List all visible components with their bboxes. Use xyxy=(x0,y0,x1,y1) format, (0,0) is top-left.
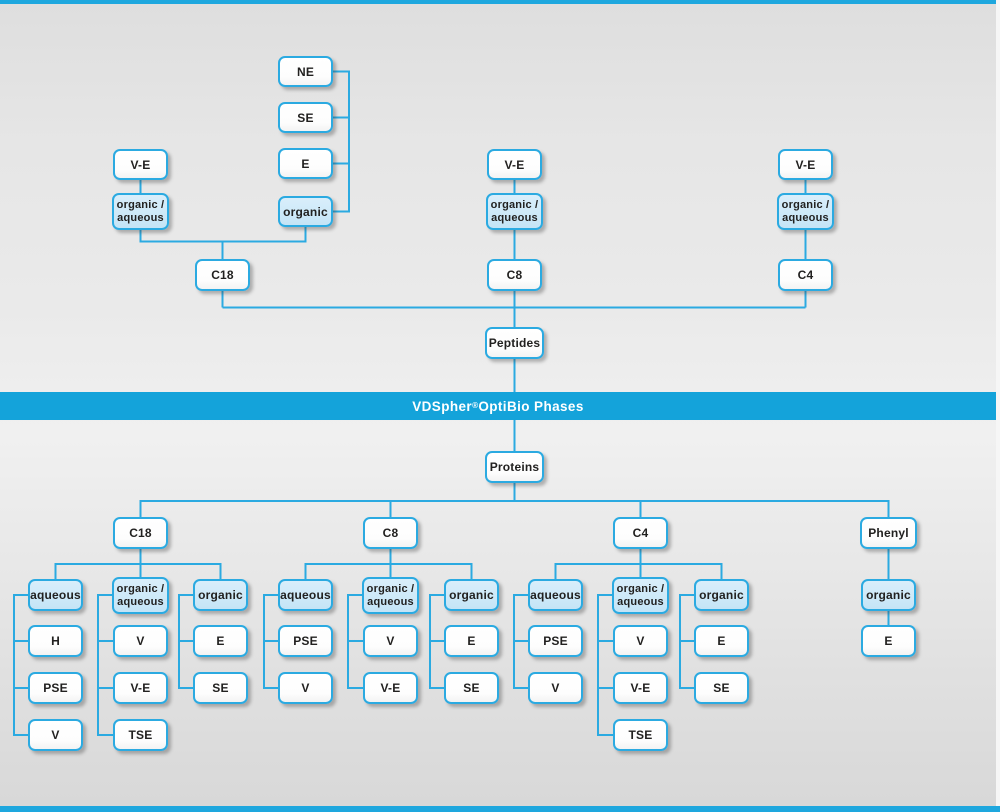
prot-c18-node-organic-aqueous: organic / aqueous xyxy=(112,577,169,614)
prot-c8-organic-node-e: E xyxy=(444,625,499,657)
prot-c18-aqueous-node-pse: PSE xyxy=(28,672,83,704)
prot-c8-orgaq-node-ve: V-E xyxy=(363,672,418,704)
prot-c8-node-aqueous: aqueous xyxy=(278,579,333,611)
pep-node-c18: C18 xyxy=(195,259,250,291)
top-accent-line xyxy=(0,0,996,4)
prot-c8-node-organic: organic xyxy=(444,579,499,611)
pep-c4-node-organic-aqueous: organic / aqueous xyxy=(777,193,834,230)
prot-c8-aqueous-node-pse: PSE xyxy=(278,625,333,657)
node-proteins: Proteins xyxy=(485,451,544,483)
prot-node-c8: C8 xyxy=(363,517,418,549)
prot-c18-orgaq-node-v: V xyxy=(113,625,168,657)
prot-c18-node-organic: organic xyxy=(193,579,248,611)
prot-c4-node-aqueous: aqueous xyxy=(528,579,583,611)
pep-node-c4: C4 xyxy=(778,259,833,291)
prot-c8-organic-node-se: SE xyxy=(444,672,499,704)
pep-node-se: SE xyxy=(278,102,333,133)
prot-c18-orgaq-node-ve: V-E xyxy=(113,672,168,704)
prot-node-c4: C4 xyxy=(613,517,668,549)
prot-c4-aqueous-node-v: V xyxy=(528,672,583,704)
prot-c18-node-aqueous: aqueous xyxy=(28,579,83,611)
prot-node-phenyl: Phenyl xyxy=(860,517,917,549)
pep-c8-node-organic-aqueous: organic / aqueous xyxy=(486,193,543,230)
prot-c8-node-organic-aqueous: organic / aqueous xyxy=(362,577,419,614)
pep-c8-node-ve: V-E xyxy=(487,149,542,180)
prot-c4-organic-node-e: E xyxy=(694,625,749,657)
pep-c4-node-ve: V-E xyxy=(778,149,833,180)
banner-brand: VDSpher xyxy=(412,398,473,414)
prot-c4-node-organic-aqueous: organic / aqueous xyxy=(612,577,669,614)
bottom-accent-bar xyxy=(0,806,1000,812)
prot-c4-orgaq-node-v: V xyxy=(613,625,668,657)
pep-node-e: E xyxy=(278,148,333,179)
pep-node-organic: organic xyxy=(278,196,333,227)
prot-node-c18: C18 xyxy=(113,517,168,549)
prot-phenyl-organic-node-e: E xyxy=(861,625,916,657)
pep-c18-node-organic-aqueous: organic / aqueous xyxy=(112,193,169,230)
pep-node-ne: NE xyxy=(278,56,333,87)
banner-rest: OptiBio Phases xyxy=(478,398,584,414)
pep-c18-node-ve: V-E xyxy=(113,149,168,180)
banner-vdspher-optibio: VDSpher® OptiBio Phases xyxy=(0,392,996,420)
prot-c8-orgaq-node-v: V xyxy=(363,625,418,657)
prot-c4-aqueous-node-pse: PSE xyxy=(528,625,583,657)
prot-c18-organic-node-e: E xyxy=(193,625,248,657)
prot-c18-aqueous-node-h: H xyxy=(28,625,83,657)
prot-phenyl-node-organic: organic xyxy=(861,579,916,611)
node-peptides: Peptides xyxy=(485,327,544,359)
prot-c4-node-organic: organic xyxy=(694,579,749,611)
prot-c4-orgaq-node-tse: TSE xyxy=(613,719,668,751)
prot-c4-organic-node-se: SE xyxy=(694,672,749,704)
pep-node-c8: C8 xyxy=(487,259,542,291)
prot-c8-aqueous-node-v: V xyxy=(278,672,333,704)
prot-c18-orgaq-node-tse: TSE xyxy=(113,719,168,751)
prot-c18-aqueous-node-v: V xyxy=(28,719,83,751)
prot-c18-organic-node-se: SE xyxy=(193,672,248,704)
prot-c4-orgaq-node-ve: V-E xyxy=(613,672,668,704)
